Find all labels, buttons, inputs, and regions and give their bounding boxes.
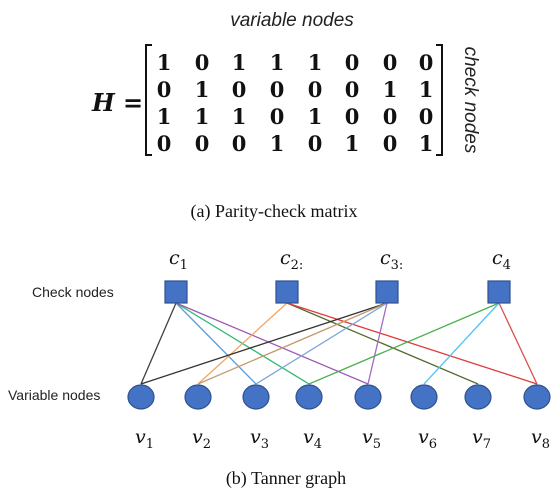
tanner-edge xyxy=(423,302,500,385)
variable-node-label: v2 xyxy=(192,426,211,452)
matrix-entry: 0 xyxy=(270,77,285,102)
right-bracket xyxy=(436,44,443,156)
matrix-entry: 0 xyxy=(157,77,172,102)
variable-node xyxy=(242,384,270,410)
matrix-entry: 0 xyxy=(308,77,323,102)
matrix-entry: 1 xyxy=(419,77,434,102)
variable-node xyxy=(354,384,382,410)
matrix-entry: 0 xyxy=(345,50,360,75)
matrix-entry: 0 xyxy=(383,104,398,129)
check-node xyxy=(487,280,511,304)
matrix-entry: 0 xyxy=(419,50,434,75)
matrix-entry: 0 xyxy=(232,131,247,156)
matrix-entry: 1 xyxy=(157,104,172,129)
variable-node-label: v3 xyxy=(250,426,269,452)
matrix-entry: 0 xyxy=(195,131,210,156)
matrix-entry: 0 xyxy=(345,77,360,102)
variable-node xyxy=(410,384,438,410)
tanner-edge xyxy=(286,302,479,385)
variable-node-label: v5 xyxy=(362,426,381,452)
matrix-entry: 1 xyxy=(308,50,323,75)
check-row-label: Check nodes xyxy=(32,284,114,300)
matrix-entry: 0 xyxy=(308,131,323,156)
tanner-edges xyxy=(140,302,538,385)
tanner-edge xyxy=(175,302,257,385)
check-node xyxy=(164,280,188,304)
matrix-entry: 1 xyxy=(308,104,323,129)
matrix-entry: 1 xyxy=(195,104,210,129)
tanner-edge xyxy=(308,302,500,385)
check-node-label: c1 xyxy=(169,247,188,273)
check-node-group: c1 c2: c3: c4 xyxy=(164,247,511,304)
check-nodes-label: check nodes xyxy=(460,47,481,154)
caption-parity-check-matrix: (a) Parity-check matrix xyxy=(191,201,358,222)
tanner-edge xyxy=(197,302,388,385)
variable-node-group: v1 v2 v3 v4 v5 v6 v7 v8 xyxy=(127,384,551,452)
check-node-label: c3: xyxy=(380,247,403,273)
variable-node-label: v6 xyxy=(418,426,437,452)
matrix-entry: 1 xyxy=(419,131,434,156)
tanner-edge xyxy=(140,302,177,385)
matrix-entry: 1 xyxy=(270,131,285,156)
tanner-edge xyxy=(286,302,538,385)
tanner-edge xyxy=(140,302,388,385)
variable-node xyxy=(295,384,323,410)
variable-node-label: v7 xyxy=(472,426,491,452)
check-node xyxy=(375,280,399,304)
matrix-entry: 1 xyxy=(270,50,285,75)
matrix-entry: 0 xyxy=(419,104,434,129)
variable-node-label: v8 xyxy=(531,426,550,452)
variable-node xyxy=(523,384,551,410)
variable-row-label: Variable nodes xyxy=(8,387,100,403)
variable-node xyxy=(127,384,155,410)
tanner-edge xyxy=(197,302,288,385)
variable-nodes-label: variable nodes xyxy=(230,10,354,31)
variable-node-label: v1 xyxy=(135,426,154,452)
matrix-entry: 1 xyxy=(383,77,398,102)
caption-tanner-graph: (b) Tanner graph xyxy=(226,468,346,489)
tanner-edge xyxy=(498,302,538,385)
check-node-label: c2: xyxy=(280,247,303,273)
matrix-entry: 1 xyxy=(232,50,247,75)
matrix-entry: 1 xyxy=(232,104,247,129)
matrix-entry: 0 xyxy=(383,50,398,75)
tanner-edge xyxy=(367,302,388,385)
left-bracket xyxy=(145,44,152,156)
matrix-entry: 0 xyxy=(195,50,210,75)
matrix-entry: 0 xyxy=(232,77,247,102)
matrix-entry: 1 xyxy=(345,131,360,156)
tanner-edge xyxy=(255,302,388,385)
matrix-entry: 0 xyxy=(345,104,360,129)
matrix-entry: 1 xyxy=(195,77,210,102)
matrix-entry: 1 xyxy=(157,50,172,75)
check-node xyxy=(275,280,299,304)
variable-node xyxy=(464,384,492,410)
matrix-entry: 0 xyxy=(157,131,172,156)
matrix-lhs: H = xyxy=(91,88,143,117)
tanner-edge xyxy=(175,302,369,385)
check-node-label: c4 xyxy=(492,247,511,273)
matrix-entry: 0 xyxy=(383,131,398,156)
variable-node xyxy=(184,384,212,410)
variable-node-label: v4 xyxy=(303,426,322,452)
matrix-entry: 0 xyxy=(270,104,285,129)
